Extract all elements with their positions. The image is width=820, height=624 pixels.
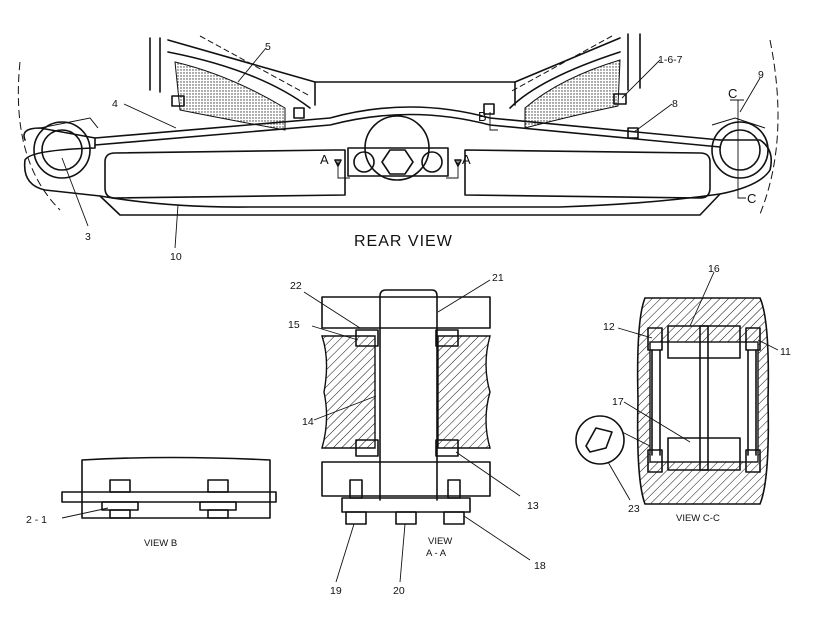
callout-16: 16 bbox=[708, 263, 720, 275]
callout-19: 19 bbox=[330, 585, 342, 597]
callout-4: 4 bbox=[112, 98, 118, 110]
rear-view bbox=[17, 33, 779, 216]
view-a-a: 22 15 21 14 13 18 19 20 VIEW A - A bbox=[288, 272, 546, 597]
callout-20: 20 bbox=[393, 585, 405, 597]
section-letter-a-right: A bbox=[462, 152, 471, 167]
view-b: 2 - 1 VIEW B bbox=[26, 456, 277, 549]
callout-23: 23 bbox=[628, 503, 640, 515]
callout-21: 21 bbox=[492, 272, 504, 284]
callout-3: 3 bbox=[85, 231, 91, 243]
callout-18: 18 bbox=[534, 560, 546, 572]
callout-22: 22 bbox=[290, 280, 302, 292]
callout-10: 10 bbox=[170, 251, 182, 263]
callout-9: 9 bbox=[758, 69, 764, 81]
bolt-right bbox=[483, 93, 639, 139]
view-c-c-title: VIEW C-C bbox=[676, 513, 720, 524]
callout-8: 8 bbox=[672, 98, 678, 110]
callout-13: 13 bbox=[527, 500, 539, 512]
view-a-a-title-line2: A - A bbox=[426, 548, 447, 559]
callout-2-1: 2 - 1 bbox=[26, 514, 47, 526]
view-c-c: 16 12 11 17 23 VIEW C-C bbox=[575, 263, 791, 524]
callout-15: 15 bbox=[288, 319, 300, 331]
rear-view-callouts: 5 4 3 10 1-6-7 8 9 A A B C C REAR VIEW bbox=[61, 41, 764, 263]
callout-11: 11 bbox=[780, 346, 791, 358]
bolt-left bbox=[171, 95, 305, 119]
callout-1-6-7: 1-6-7 bbox=[658, 54, 683, 66]
section-letter-c-bottom: C bbox=[747, 191, 756, 206]
callout-5: 5 bbox=[265, 41, 271, 53]
section-letter-b: B bbox=[478, 109, 487, 124]
callout-14: 14 bbox=[302, 416, 314, 428]
section-letter-a-left: A bbox=[320, 152, 329, 167]
rear-view-title: REAR VIEW bbox=[354, 233, 453, 250]
callout-12: 12 bbox=[603, 321, 615, 333]
callout-17: 17 bbox=[612, 396, 624, 408]
section-letter-c-top: C bbox=[728, 86, 737, 101]
view-a-a-title-line1: VIEW bbox=[428, 536, 452, 547]
view-b-title: VIEW B bbox=[144, 538, 177, 549]
